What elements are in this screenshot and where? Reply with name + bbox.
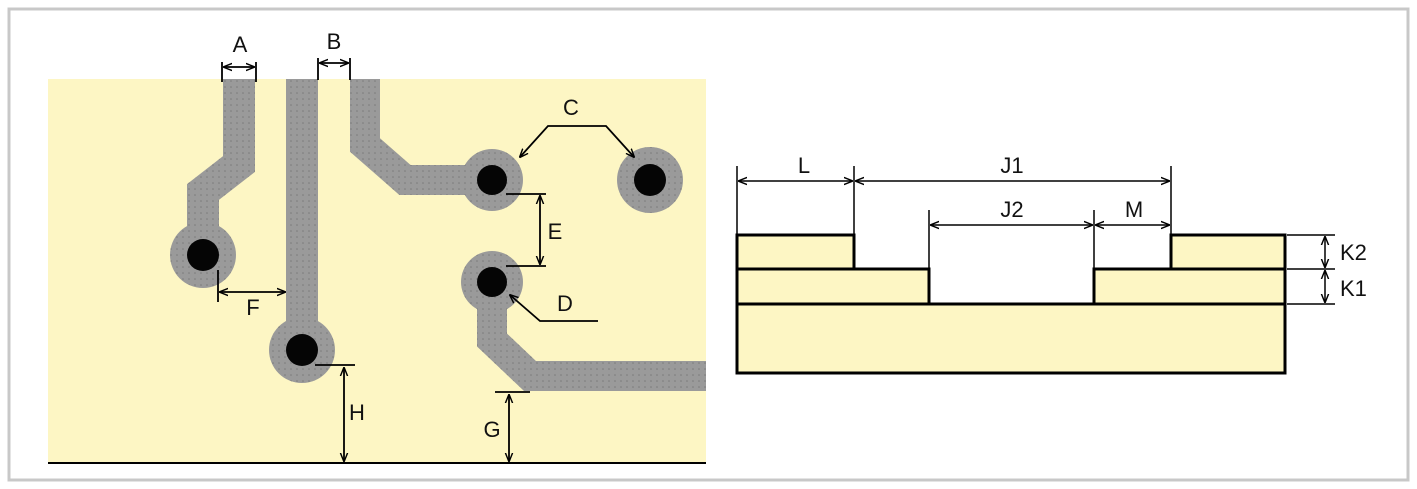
label-f: F <box>246 295 259 320</box>
pad-left <box>170 222 236 288</box>
layer-k1-left <box>735 267 931 306</box>
label-d: D <box>557 291 573 316</box>
base-substrate <box>735 302 1287 375</box>
pcb-top-view: A B C E D F H G <box>48 29 706 464</box>
cross-section-dimensions <box>736 166 1335 305</box>
label-a: A <box>233 32 248 57</box>
pad-c1 <box>461 149 523 211</box>
label-c: C <box>563 95 579 120</box>
dim-c-leader <box>520 125 634 157</box>
label-e: E <box>548 219 563 244</box>
cross-section-view: L J1 J2 M K2 K1 <box>735 153 1367 375</box>
label-b: B <box>327 29 342 54</box>
via-hole <box>187 239 219 271</box>
pad-d <box>461 251 523 313</box>
pad-c2 <box>617 147 683 213</box>
label-g: G <box>483 417 500 442</box>
label-k1: K1 <box>1340 276 1367 301</box>
label-h: H <box>349 400 365 425</box>
label-m: M <box>1125 197 1143 222</box>
layer-k2-left <box>735 233 856 271</box>
layer-k2-right <box>1169 233 1287 271</box>
trace-c <box>350 79 490 195</box>
cross-section-labels: L J1 J2 M K2 K1 <box>798 153 1367 301</box>
via-hole <box>477 267 507 297</box>
via-hole <box>634 164 666 196</box>
pcb-dimensions <box>217 58 634 461</box>
label-j2: J2 <box>1000 197 1023 222</box>
label-l: L <box>798 153 810 178</box>
label-j1: J1 <box>1000 153 1023 178</box>
pad-center-bottom <box>269 317 335 383</box>
pcb-dimension-labels: A B C E D F H G <box>233 29 579 442</box>
via-hole <box>477 165 507 195</box>
via-hole <box>286 334 318 366</box>
label-k2: K2 <box>1340 240 1367 265</box>
layer-k1-right <box>1092 267 1287 306</box>
dim-d-leader <box>510 295 598 322</box>
